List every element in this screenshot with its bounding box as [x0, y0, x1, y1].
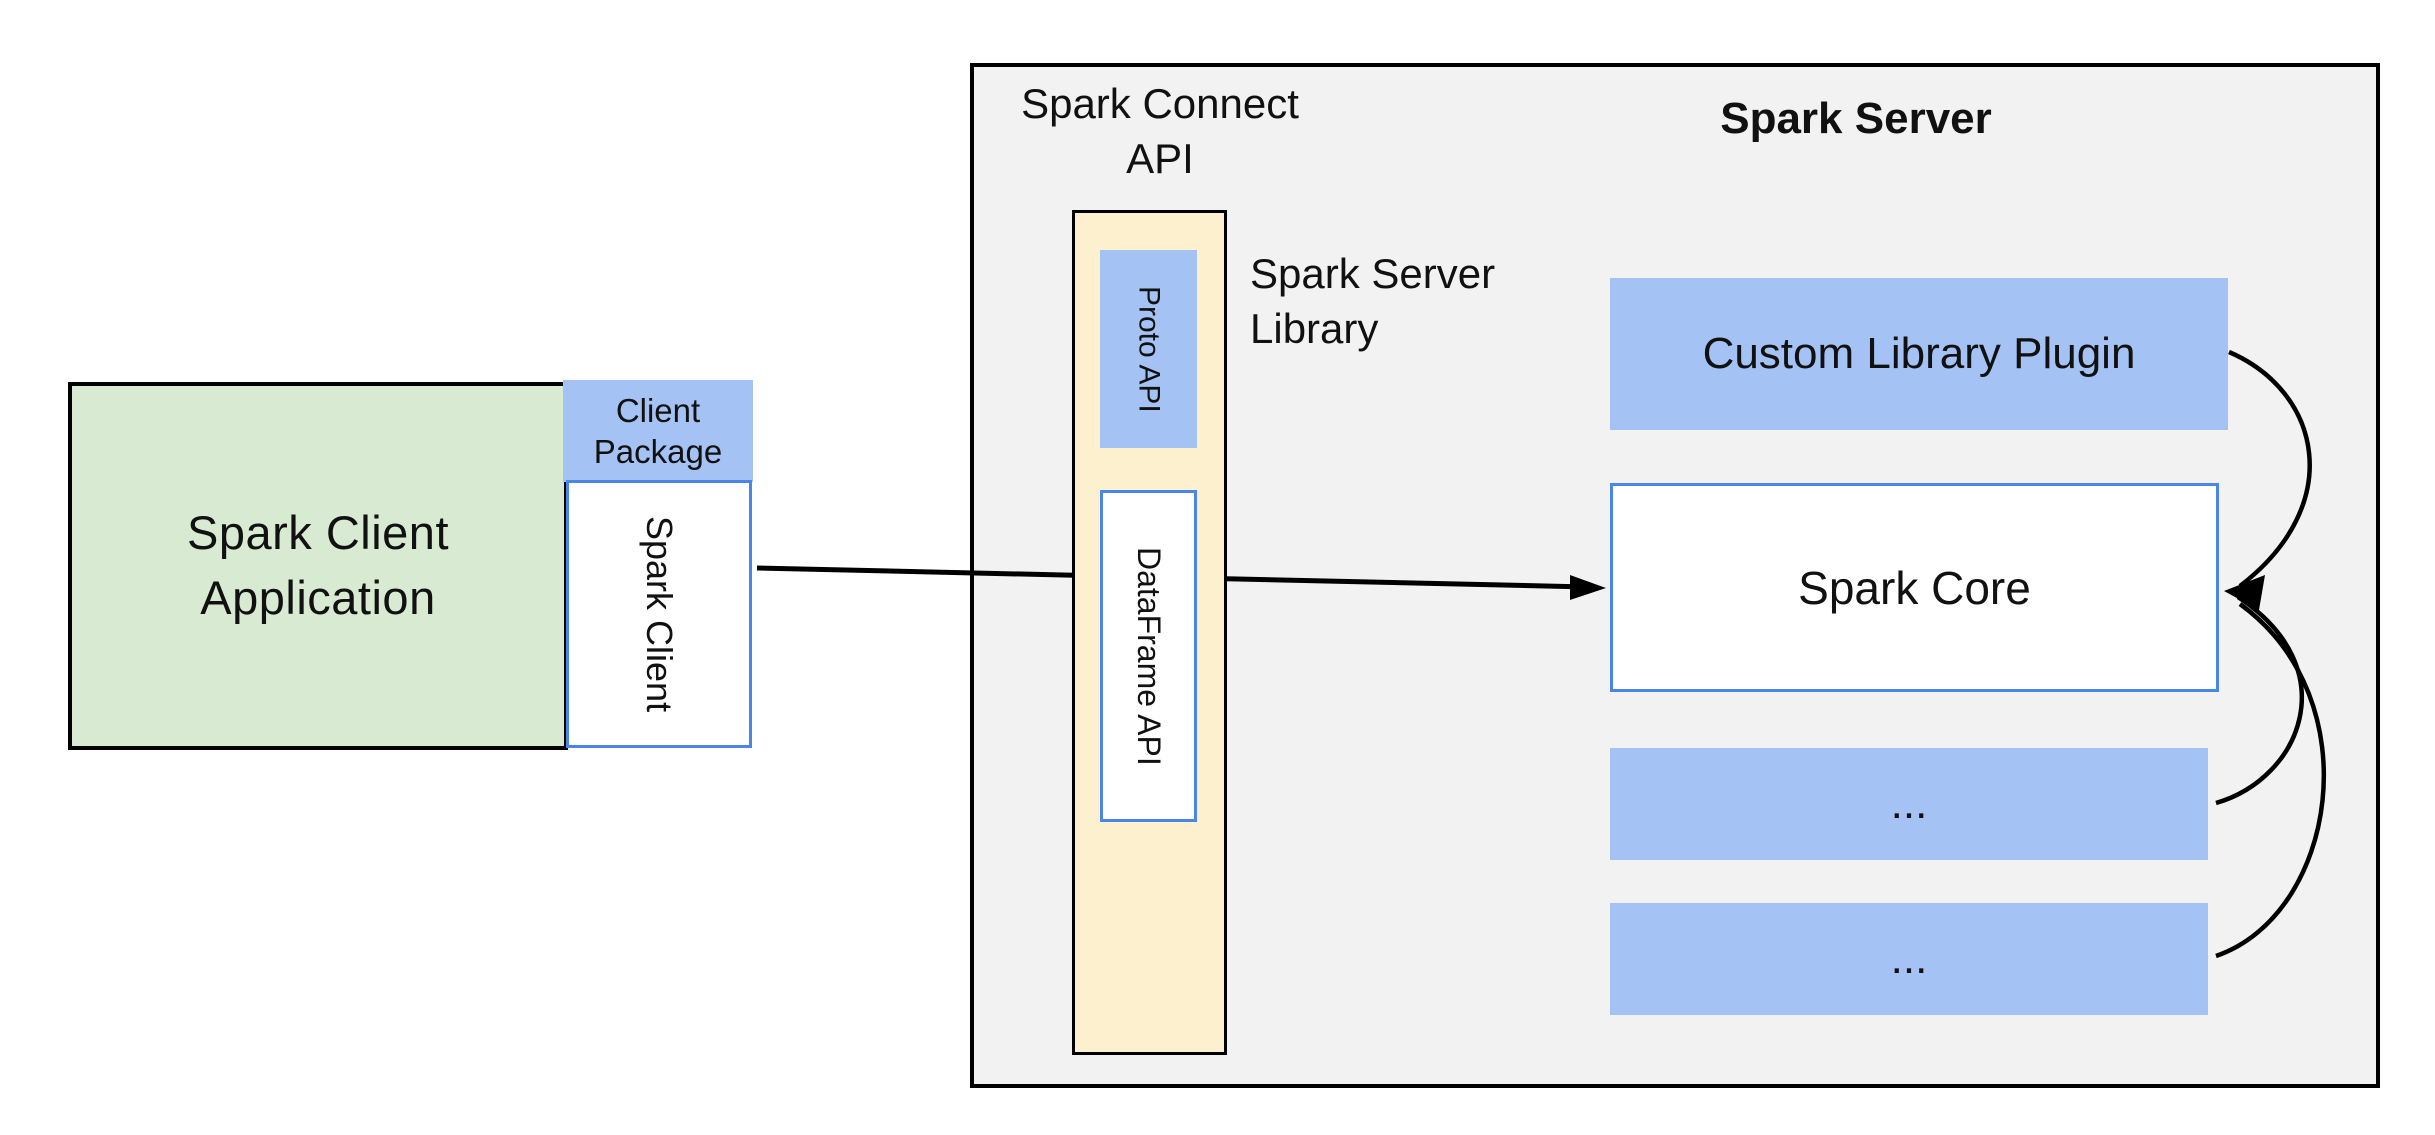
- spark-client-application-box: Spark Client Application: [68, 382, 568, 750]
- spark-client-application-label: Spark Client Application: [187, 506, 449, 624]
- proto-api-box: Proto API: [1100, 250, 1197, 448]
- plugin-slot-1-box: ...: [1610, 748, 2208, 860]
- spark-server-title: Spark Server: [1720, 94, 1992, 143]
- dataframe-api-label: DataFrame API: [1131, 546, 1167, 766]
- spark-client-label: Spark Client: [639, 515, 680, 713]
- plugin-slot-2-box: ...: [1610, 903, 2208, 1015]
- client-package-label: Client Package: [593, 391, 723, 470]
- custom-library-plugin-box: Custom Library Plugin: [1610, 278, 2228, 430]
- spark-client-box: Spark Client: [566, 480, 752, 748]
- spark-connect-api-label: Spark Connect API: [1021, 80, 1299, 183]
- proto-api-label: Proto API: [1132, 285, 1166, 413]
- spark-core-box: Spark Core: [1610, 483, 2219, 692]
- client-package-box: Client Package: [563, 380, 753, 482]
- dataframe-api-box: DataFrame API: [1100, 490, 1197, 822]
- spark-server-library-label: Spark Server Library: [1250, 250, 1496, 353]
